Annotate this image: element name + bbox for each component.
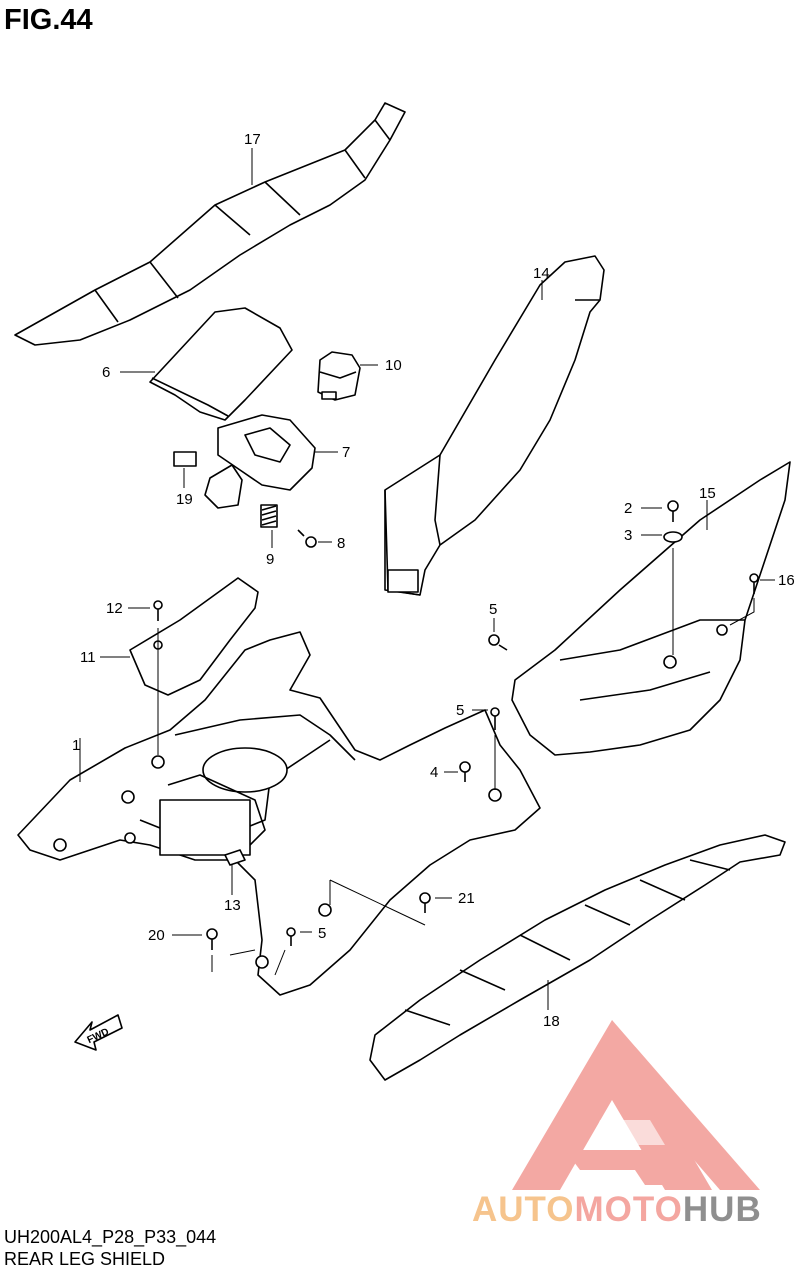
callout-10: 10: [385, 357, 402, 374]
diagram-name: REAR LEG SHIELD: [4, 1249, 166, 1269]
part-13-bracket: [224, 849, 246, 866]
callout-13: 13: [224, 897, 241, 914]
screw-2: [667, 500, 679, 522]
leader-lines: [79, 148, 775, 1010]
callout-18: 18: [543, 1013, 560, 1030]
figure-title: FIG.44: [4, 4, 93, 36]
callout-5a: 5: [489, 601, 497, 618]
callout-19: 19: [176, 491, 193, 508]
callout-3: 3: [624, 527, 632, 544]
part-10-box: [317, 351, 361, 401]
part-17-mat: [14, 102, 406, 346]
callout-labels: 17 6 10 7 19 9 8 14 2 3 15 16 5 12 11 1 …: [72, 131, 795, 1030]
callout-14: 14: [533, 265, 550, 282]
part-6-cover: [149, 307, 293, 421]
callout-5b: 5: [456, 702, 464, 719]
callout-16: 16: [778, 572, 795, 589]
callout-15: 15: [699, 485, 716, 502]
callout-20: 20: [148, 927, 165, 944]
callout-17: 17: [244, 131, 261, 148]
washer-3: [663, 531, 683, 543]
part-9-spring: [260, 504, 278, 528]
part-8-screw: [297, 529, 317, 548]
watermark-text: AUTOMOTOHUB: [472, 1190, 762, 1229]
callout-5c: 5: [318, 925, 326, 942]
screw-4: [459, 761, 471, 782]
part-19-block: [173, 451, 197, 467]
watermark-logo: [512, 1020, 760, 1190]
callout-12: 12: [106, 600, 123, 617]
fwd-arrow-icon: [74, 1014, 123, 1051]
callout-2: 2: [624, 500, 632, 517]
part-18-mat: [369, 834, 786, 1081]
callout-11: 11: [80, 649, 96, 666]
callout-8: 8: [337, 535, 345, 552]
diagram-code: UH200AL4_P28_P33_044: [4, 1227, 217, 1247]
screw-5-mid: [490, 707, 500, 730]
callout-7: 7: [342, 444, 350, 461]
part-14-panel: [384, 255, 605, 596]
screw-21: [419, 892, 431, 913]
screw-5-right: [488, 634, 508, 651]
callout-21: 21: [458, 890, 475, 907]
screw-5-low: [286, 927, 296, 946]
screw-16: [749, 573, 759, 594]
part-7-holder: [204, 414, 316, 509]
screw-12: [153, 600, 163, 621]
screw-20: [206, 928, 218, 950]
callout-1: 1: [72, 737, 80, 754]
part-1-shield: [17, 631, 541, 996]
callout-9: 9: [266, 551, 274, 568]
part-15-panel: [511, 461, 791, 756]
callout-6: 6: [102, 364, 110, 381]
callout-4: 4: [430, 764, 438, 781]
